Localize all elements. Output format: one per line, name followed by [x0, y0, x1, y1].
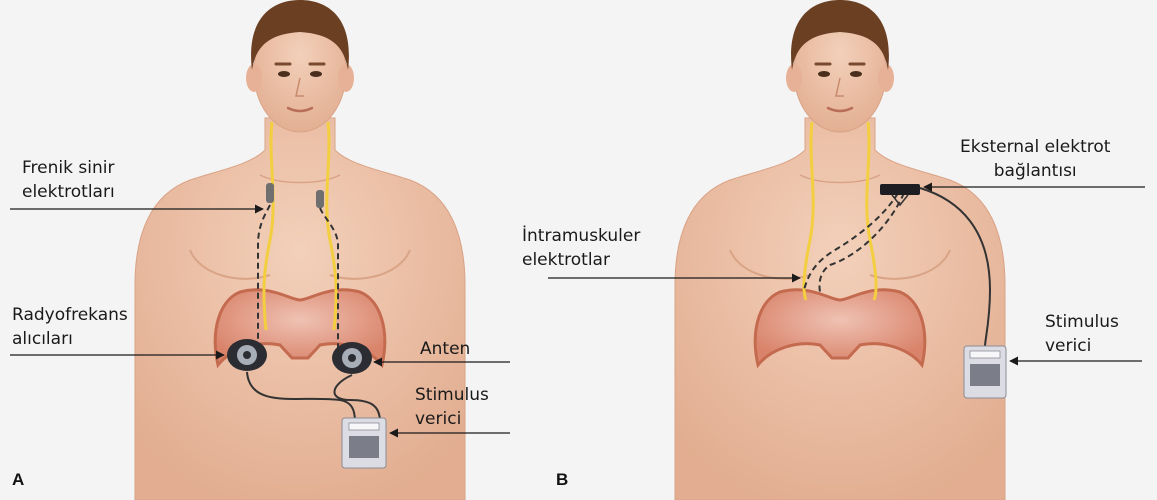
label-intramuskuler-elektrotlar: İntramuskuler elektrotlar [522, 224, 640, 272]
stimulus-transmitter-b [964, 346, 1006, 398]
right-nerve-electrode [316, 190, 324, 208]
panel-letter-a: A [12, 470, 24, 490]
left-rf-receiver [227, 339, 267, 371]
label-frenik-sinir-elektrotlari: Frenik sinir elektrotları [22, 156, 115, 204]
panel-letter-b: B [556, 470, 568, 490]
label-anten: Anten [420, 337, 470, 361]
label-stimulus-verici-b: Stimulus verici [1045, 310, 1119, 358]
label-stimulus-verici-a: Stimulus verici [415, 383, 489, 431]
label-eksternal-elektrot-baglantisi: Eksternal elektrot bağlantısı [960, 135, 1110, 183]
label-radyofrekans-alicilari: Radyofrekans alıcıları [12, 303, 128, 351]
right-rf-receiver [332, 342, 372, 374]
left-nerve-electrode [266, 183, 274, 203]
stimulus-transmitter-a [342, 418, 386, 468]
